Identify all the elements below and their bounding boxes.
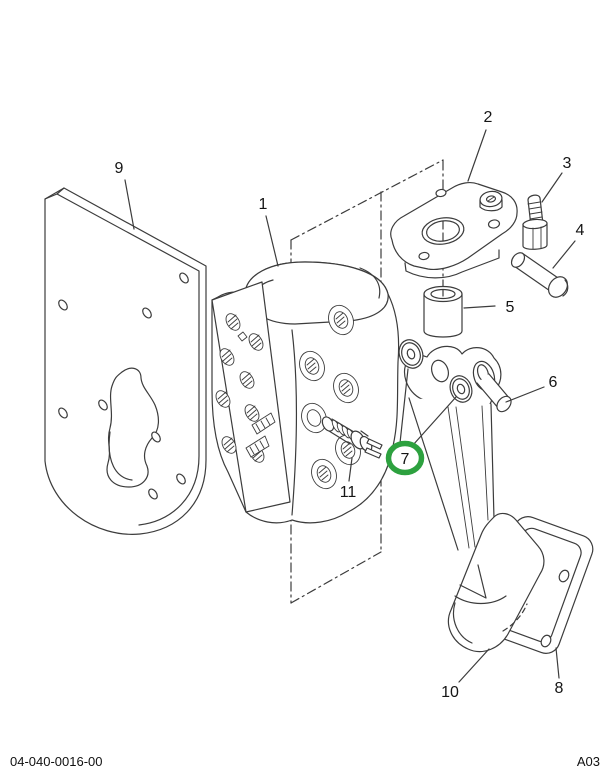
part-6-pivot-pin: [476, 373, 512, 413]
callout-11[interactable]: 11: [340, 484, 357, 501]
valve-port-bosses: [299, 304, 361, 490]
callout-9[interactable]: 9: [115, 160, 124, 177]
valve-studs: [245, 412, 276, 458]
callout-7-highlighted[interactable]: 7: [385, 440, 425, 476]
callout-7: 7: [401, 451, 410, 468]
callout-8[interactable]: 8: [555, 680, 564, 697]
callout-5[interactable]: 5: [506, 299, 515, 316]
page-code: A03: [576, 754, 600, 769]
callout-2[interactable]: 2: [484, 109, 493, 126]
part-7-washers: [398, 339, 473, 403]
part-4-clevis-pin: [510, 252, 569, 298]
callout-6[interactable]: 6: [549, 374, 558, 391]
callout-3[interactable]: 3: [563, 155, 572, 172]
callout-1[interactable]: 1: [259, 196, 268, 213]
part-10-pedal: [404, 345, 545, 653]
leader-lines: [124, 129, 576, 683]
callout-4[interactable]: 4: [576, 222, 585, 239]
plate-cutout: [106, 367, 159, 488]
part-2-cover-plate: [390, 182, 518, 279]
callout-10[interactable]: 10: [441, 684, 459, 701]
part-1-valve-body: [211, 261, 400, 524]
figure-number: 04-040-0016-00: [10, 754, 103, 769]
highlight-ring: [385, 440, 425, 476]
part-9-mounting-plate: [44, 187, 207, 535]
plate-holes: [58, 272, 189, 500]
part-11-switch: [321, 416, 383, 459]
part-3-cap-screw: [522, 194, 548, 250]
